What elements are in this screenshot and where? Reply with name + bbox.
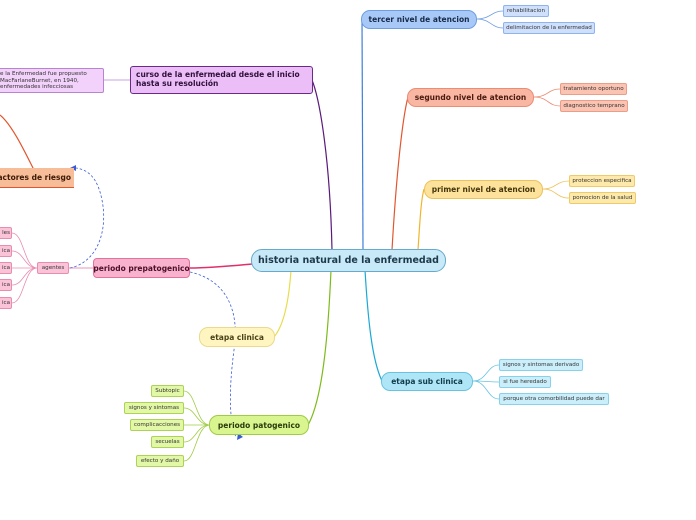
branch-factores-riesgo[interactable]: factores de riesgo (0, 168, 74, 188)
leaf-signos-derivado[interactable]: signos y sintomas derivado (499, 359, 583, 371)
note-curso-enfermedad[interactable]: e la Enfermedad fue propuesto MacFarlane… (0, 68, 104, 93)
leaf-tratamiento-oportuno[interactable]: tratamiento oportuno (560, 83, 627, 95)
central-topic[interactable]: historia natural de la enfermedad (251, 249, 446, 272)
leaf-agente-3[interactable]: ica (0, 262, 12, 274)
leaf-signos-sintomas[interactable]: signos y sintomas (124, 402, 184, 414)
leaf-pomocion-salud[interactable]: pomocion de la salud (569, 192, 636, 204)
leaf-agente-5[interactable]: ica (0, 297, 12, 309)
leaf-agente-1[interactable]: les (0, 227, 12, 239)
leaf-agente-4[interactable]: ica (0, 279, 12, 291)
branch-curso-enfermedad[interactable]: curso de la enfermedad desde el inicio h… (130, 66, 313, 94)
leaf-diagnostico-temprano[interactable]: diagnostico temprano (560, 100, 628, 112)
leaf-complicaciones[interactable]: complicacciones (130, 419, 184, 431)
leaf-subtopic[interactable]: Subtopic (151, 385, 184, 397)
branch-etapa-clinica[interactable]: etapa clinica (199, 327, 275, 347)
leaf-efecto-dano[interactable]: efecto y daño (136, 455, 184, 467)
branch-tercer-nivel[interactable]: tercer nivel de atencion (361, 10, 477, 29)
leaf-proteccion-especifica[interactable]: proteccion especifica (569, 175, 635, 187)
branch-periodo-prepatogenico[interactable]: periodo prepatogenico (93, 258, 190, 278)
leaf-rehabilitacion[interactable]: rehabilitacion (503, 5, 549, 17)
leaf-agente-2[interactable]: ica (0, 245, 12, 257)
leaf-delimitacion[interactable]: delimitacion de la enfermedad (503, 22, 595, 34)
node-agentes[interactable]: agentes (37, 262, 69, 274)
branch-segundo-nivel[interactable]: segundo nivel de atencion (407, 88, 534, 107)
leaf-secuelas[interactable]: secuelas (151, 436, 184, 448)
leaf-si-fue-heredado[interactable]: si fue heredado (499, 376, 551, 388)
branch-etapa-sub-clinica[interactable]: etapa sub clinica (381, 372, 473, 391)
branch-periodo-patogenico[interactable]: periodo patogenico (209, 415, 309, 435)
leaf-comorbilidad[interactable]: porque otra comorbilidad puede dar (499, 393, 609, 405)
branch-primer-nivel[interactable]: primer nivel de atencion (424, 180, 543, 199)
